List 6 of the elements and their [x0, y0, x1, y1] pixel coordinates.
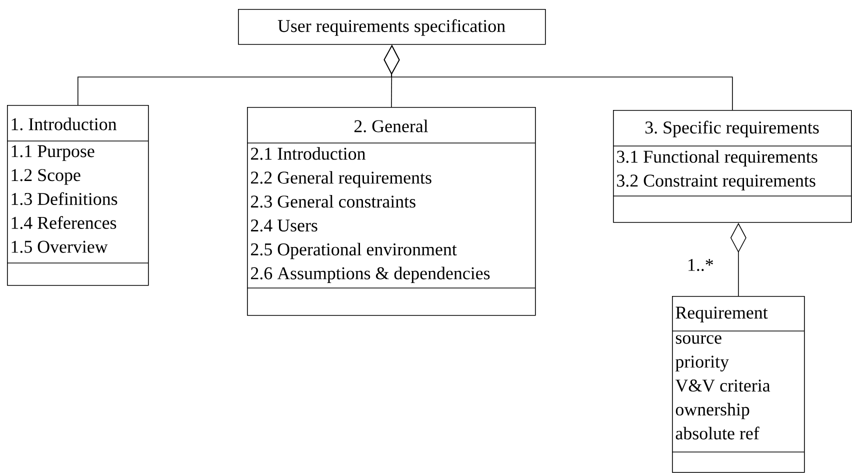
class-box: 3. Specific requirements 3.1 Functional requirements 3.2 Constraint requirements	[612, 110, 852, 223]
class-box: User requirements specification	[238, 9, 546, 45]
class-box: 2. General 2.1 Introduction 2.2 General requirements 2.3 General constraints 2.4 Users 2.5 Operational environment 2.6 Assumptions & dependencies	[246, 107, 536, 316]
multiplicity-label: 1..*	[686, 258, 715, 272]
class-box: Requirement source priority V&V criteria ownership absolute ref	[672, 296, 805, 473]
class-box: 1. Introduction 1.1 Purpose 1.2 Scope 1.3 Definitions 1.4 References 1.5 Overview	[6, 105, 149, 286]
